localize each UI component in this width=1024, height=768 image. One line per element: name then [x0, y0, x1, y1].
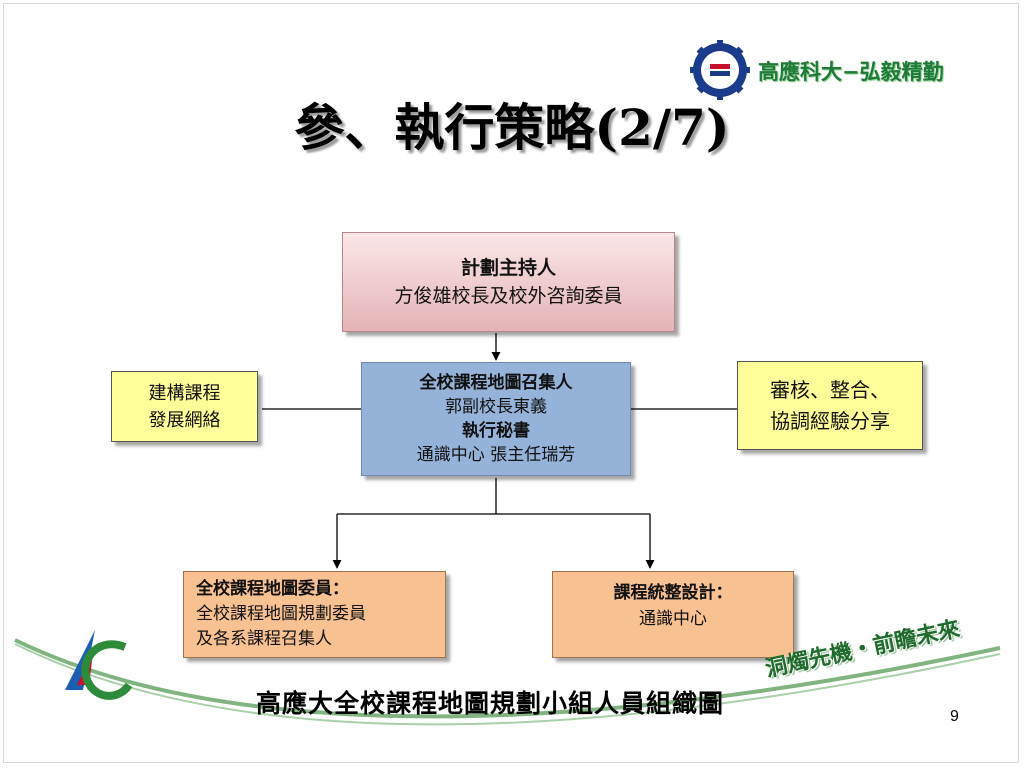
school-name: 高應科大−弘毅精勤: [758, 60, 944, 84]
curriculum-design-box: 課程統整設計： 通識中心: [552, 571, 794, 658]
network-note-line1: 建構課程: [148, 382, 221, 404]
page-number: 9: [950, 708, 959, 725]
convener-box: 全校課程地圖召集人 郭副校長東義 執行秘書 通識中心 張主任瑞芳: [361, 362, 631, 476]
review-note-line2: 協調經驗分享: [770, 408, 890, 433]
network-note-line2: 發展網絡: [148, 409, 221, 431]
design-unit: 通識中心: [639, 609, 707, 629]
design-role: 課程統整設計：: [613, 583, 733, 603]
convener-role: 全校課程地圖召集人: [419, 373, 573, 393]
slide-title: 參、執行策略(2/7): [294, 98, 730, 157]
secretary-person: 通識中心 張主任瑞芳: [416, 445, 576, 465]
campus-photo: [540, 17, 690, 97]
diagram-caption: 高應大全校課程地圖規劃小組人員組織圖: [255, 689, 724, 718]
footer-swoosh: [14, 638, 1001, 726]
review-note-box: 審核、整合、 協調經驗分享: [737, 361, 923, 450]
leader-role: 計劃主持人: [460, 257, 556, 279]
network-note-box: 建構課程 發展網絡: [111, 371, 258, 442]
convener-person: 郭副校長東義: [445, 397, 547, 417]
project-leader-box: 計劃主持人 方俊雄校長及校外咨詢委員: [342, 232, 675, 332]
secretary-role: 執行秘書: [462, 421, 530, 441]
university-seal-icon: [690, 40, 750, 100]
slide-frame: [3, 3, 1019, 763]
committee-box: 全校課程地圖委員： 全校課程地圖規劃委員 及各系課程召集人: [183, 571, 446, 658]
review-note-line1: 審核、整合、: [770, 377, 890, 402]
university-logo-icon: [65, 630, 133, 700]
leader-members: 方俊雄校長及校外咨詢委員: [394, 285, 623, 307]
committee-line1: 全校課程地圖規劃委員: [196, 604, 366, 624]
committee-line2: 及各系課程召集人: [196, 629, 332, 649]
committee-role: 全校課程地圖委員：: [196, 579, 349, 599]
